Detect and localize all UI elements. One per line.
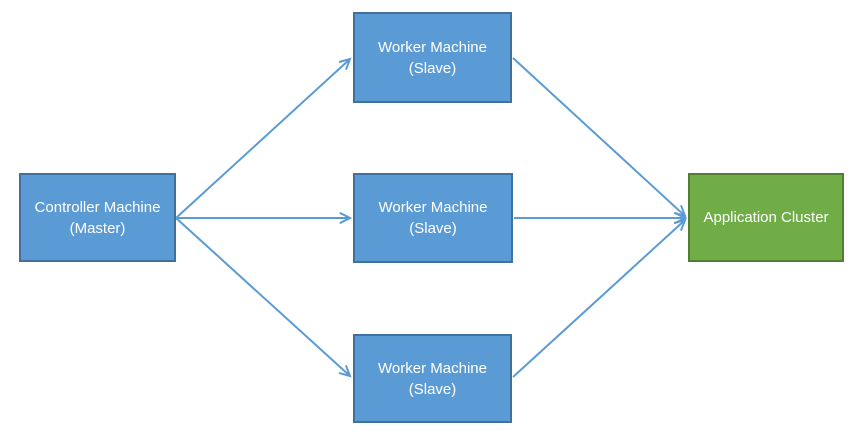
node-label-line: (Master) bbox=[69, 219, 126, 237]
node-label-line: Worker Machine bbox=[378, 199, 488, 216]
node-application-cluster: Application Cluster bbox=[688, 173, 844, 262]
connector-worker-top-to-cluster bbox=[512, 57, 687, 218]
node-worker-machine-middle: Worker Machine (Slave) bbox=[353, 173, 513, 263]
node-worker-machine-top: Worker Machine (Slave) bbox=[353, 12, 512, 103]
connector-controller-to-worker-top bbox=[175, 57, 352, 219]
connector-worker-bottom-to-cluster bbox=[512, 218, 687, 378]
node-label-line: Application Cluster bbox=[703, 209, 829, 226]
node-worker-machine-bottom: Worker Machine (Slave) bbox=[353, 334, 512, 423]
node-label-line: Worker Machine bbox=[378, 359, 487, 377]
node-label-line: Worker Machine bbox=[378, 38, 487, 56]
node-label-line: (Slave) bbox=[409, 220, 457, 237]
connector-controller-to-worker-bottom bbox=[175, 217, 352, 378]
node-label-line: (Slave) bbox=[408, 59, 457, 77]
node-label-line: Controller Machine bbox=[34, 198, 161, 216]
node-label-line: (Slave) bbox=[408, 380, 457, 398]
node-controller-machine: Controller Machine (Master) bbox=[19, 173, 176, 262]
